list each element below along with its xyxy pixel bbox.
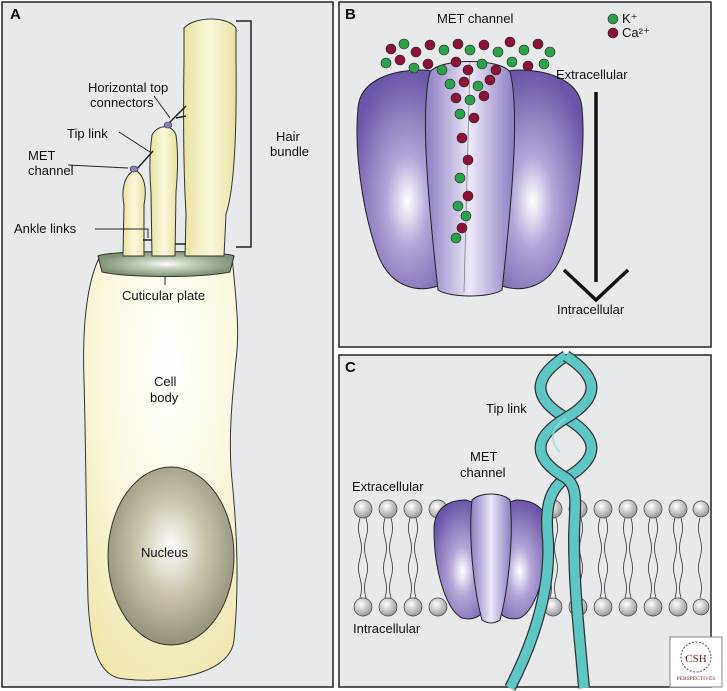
k-ion xyxy=(408,62,420,74)
label-intracellular-c: Intracellular xyxy=(353,621,421,636)
panel-a-letter: A xyxy=(10,6,21,23)
k-ion xyxy=(444,78,456,90)
label-body: body xyxy=(150,390,179,405)
k-ion xyxy=(438,44,450,56)
nucleus-shape xyxy=(107,466,235,646)
ca-ion xyxy=(450,92,462,104)
ca-ion xyxy=(504,36,516,48)
label-ankle-links: Ankle links xyxy=(14,221,77,236)
met-channel-marker-2 xyxy=(163,121,173,129)
ion-cluster xyxy=(380,36,556,244)
k-ion xyxy=(492,46,504,58)
flow-arrow-head xyxy=(562,268,630,303)
ca-ion xyxy=(532,38,544,50)
ca-ion xyxy=(450,56,462,68)
lipid-bilayer xyxy=(353,499,710,617)
label-tip-link-c: Tip link xyxy=(486,401,527,416)
k-ion xyxy=(538,58,550,70)
leader-horizontal-connectors xyxy=(153,95,171,119)
lipid-tails xyxy=(358,517,702,599)
logo-csh-text: CSH xyxy=(685,653,706,665)
ca-ion xyxy=(456,132,468,144)
k-ion xyxy=(452,200,464,212)
lipid-heads-top xyxy=(353,499,710,519)
legend-k-marker xyxy=(607,13,619,25)
leader-ankle-links xyxy=(95,228,149,238)
legend-ca-label: Ca²⁺ xyxy=(622,25,650,40)
label-hair: Hair xyxy=(276,129,301,144)
label-bundle: bundle xyxy=(270,144,309,159)
ca-ion xyxy=(462,154,474,166)
label-met-c: MET xyxy=(470,449,498,464)
k-ion xyxy=(472,80,484,92)
tip-link-helix xyxy=(504,350,598,691)
channel-pore-center xyxy=(424,61,516,297)
ca-ion xyxy=(456,222,468,234)
k-ion xyxy=(460,210,472,222)
ca-ion xyxy=(424,39,436,51)
hair-bundle-bracket xyxy=(236,20,252,248)
k-ion xyxy=(454,108,466,120)
ca-ion xyxy=(410,46,422,58)
stereocilium-middle xyxy=(149,126,178,257)
panel-b: B MET channel xyxy=(338,1,712,348)
label-connectors: connectors xyxy=(90,95,154,110)
legend-k-label: K⁺ xyxy=(622,11,638,26)
label-channel: channel xyxy=(28,163,74,178)
k-ion xyxy=(518,44,530,56)
k-ion xyxy=(464,94,476,106)
ca-ion xyxy=(462,64,474,76)
label-intracellular-b: Intracellular xyxy=(557,302,625,317)
panel-c-letter: C xyxy=(345,359,356,376)
label-extracellular-c: Extracellular xyxy=(352,479,424,494)
ca-ion xyxy=(385,43,397,55)
ca-ion xyxy=(394,54,406,66)
k-ion xyxy=(454,172,466,184)
stereocilium-tall xyxy=(183,18,237,257)
ca-ion xyxy=(468,112,480,124)
ca-ion xyxy=(522,60,534,72)
label-met-channel-title: MET channel xyxy=(437,11,513,26)
k-ion xyxy=(398,38,410,50)
panel-a: A Horizontal top connectors Ti xyxy=(1,1,334,688)
k-ion xyxy=(380,57,392,69)
ca-ion xyxy=(490,64,502,76)
ca-ion xyxy=(422,58,434,70)
tip-link-1 xyxy=(135,150,154,171)
channel-c-center xyxy=(470,493,512,624)
ca-ion xyxy=(458,76,470,88)
k-ion xyxy=(464,44,476,56)
label-cell: Cell xyxy=(154,374,177,389)
leader-met-channel xyxy=(67,164,129,169)
csh-perspectives-logo: CSH PERSPECTIVES xyxy=(669,636,723,688)
label-cuticular-plate: Cuticular plate xyxy=(122,288,205,303)
k-ion xyxy=(436,64,448,76)
ca-ion xyxy=(462,190,474,202)
met-channel-marker-1 xyxy=(129,165,139,173)
ca-ion xyxy=(478,90,490,102)
leader-tip-link xyxy=(118,131,151,153)
ca-ion xyxy=(484,74,496,86)
label-met: MET xyxy=(28,148,56,163)
panel-c: C xyxy=(338,350,712,691)
logo-perspectives-text: PERSPECTIVES xyxy=(677,676,716,682)
stereocilium-short xyxy=(122,169,146,257)
ca-ion xyxy=(478,39,490,51)
k-ion xyxy=(544,46,556,58)
label-extracellular-b: Extracellular xyxy=(556,67,628,82)
legend-ca-marker xyxy=(607,27,619,39)
label-tip-link: Tip link xyxy=(67,126,108,141)
lipid-heads-bottom xyxy=(353,597,710,617)
label-nucleus: Nucleus xyxy=(141,545,188,560)
k-ion xyxy=(450,232,462,244)
label-channel-c: channel xyxy=(460,465,506,480)
label-horizontal-top: Horizontal top xyxy=(88,80,168,95)
k-ion xyxy=(476,58,488,70)
horizontal-connector xyxy=(175,115,187,119)
panel-b-letter: B xyxy=(345,6,356,23)
ca-ion xyxy=(452,38,464,50)
k-ion xyxy=(506,56,518,68)
